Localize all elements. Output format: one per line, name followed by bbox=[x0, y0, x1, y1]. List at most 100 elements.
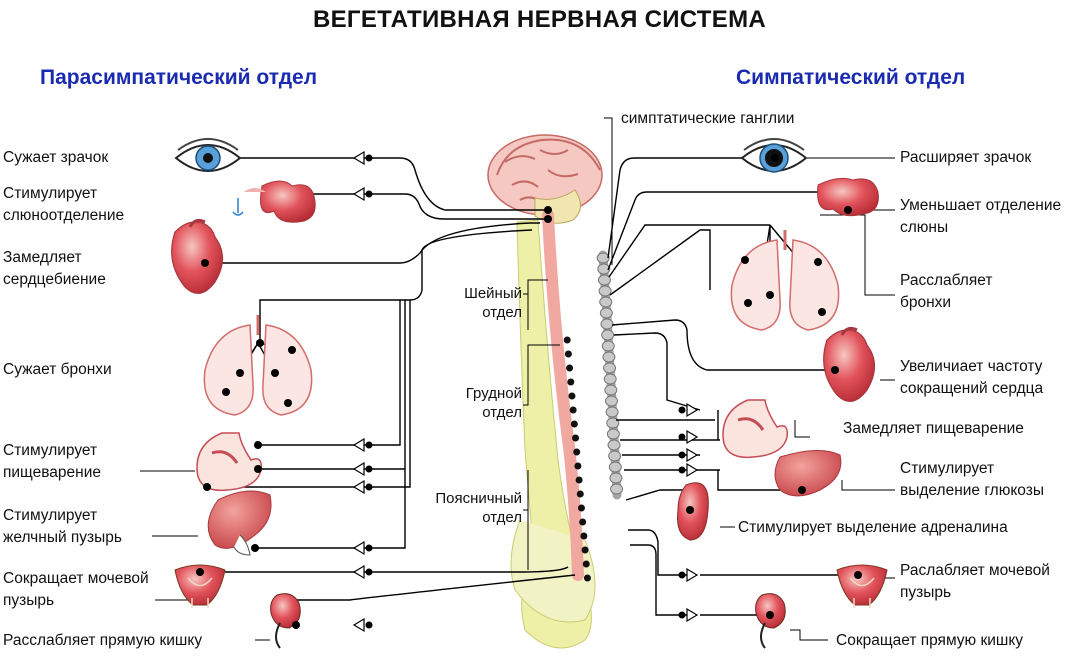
stomach-icon bbox=[722, 399, 789, 459]
para-effect-digestion: Стимулирует пищеварение bbox=[3, 442, 102, 481]
cord-node bbox=[568, 392, 576, 400]
synapse-marker bbox=[686, 402, 699, 418]
cord-node bbox=[580, 532, 588, 540]
rectum-icon bbox=[755, 593, 786, 649]
ganglion bbox=[597, 274, 611, 286]
stomach-icon bbox=[196, 432, 263, 492]
nerve-ending bbox=[766, 611, 774, 619]
symp-effect-bronchi: Расслабляет бронхи bbox=[900, 272, 993, 311]
cord-node bbox=[564, 350, 572, 358]
nerve-ending bbox=[798, 486, 806, 494]
cord-node bbox=[574, 462, 582, 470]
nerve-ending bbox=[766, 291, 774, 299]
segment-lumbar: Поясничный отдел bbox=[435, 490, 522, 526]
ganglion bbox=[607, 439, 621, 451]
symp-effect-heart: Увеличиает частоту сокращений сердца bbox=[900, 358, 1044, 397]
synapse-marker bbox=[686, 447, 699, 463]
symp-effect-rectum: Сокращает прямую кишку bbox=[836, 632, 1024, 649]
salivary-gland-icon bbox=[817, 177, 879, 217]
nerve-ending bbox=[292, 621, 300, 629]
ganglion bbox=[610, 483, 624, 495]
leader-lines bbox=[140, 117, 895, 641]
heart-icon bbox=[171, 218, 224, 294]
synapse-markers bbox=[352, 150, 699, 633]
symp-effect-saliva: Уменьшает отделение слюны bbox=[900, 197, 1062, 236]
cord-node bbox=[570, 420, 578, 428]
symp-effect-glucose: Стимулирует выделение глюкозы bbox=[900, 460, 1044, 499]
nerve-ending bbox=[284, 399, 292, 407]
symp-effect-pupil: Расширяет зрачок bbox=[900, 149, 1032, 166]
nerve-ending bbox=[854, 571, 862, 579]
diagram-title: ВЕГЕТАТИВНАЯ НЕРВНАЯ СИСТЕМА bbox=[312, 6, 767, 33]
cord-node bbox=[581, 546, 589, 554]
liver-icon bbox=[774, 450, 842, 497]
para-effect-heart: Замедляет сердцебиение bbox=[3, 249, 106, 288]
cord-node bbox=[572, 434, 580, 442]
nerve-endings bbox=[196, 154, 862, 629]
synapse-dot bbox=[365, 441, 373, 449]
sympathetic-nerves bbox=[607, 157, 858, 616]
synapse-marker bbox=[686, 567, 699, 583]
synapse-marker bbox=[352, 617, 365, 633]
synapse-dot bbox=[678, 406, 686, 414]
para-effect-saliva: Стимулирует слюноотделение bbox=[3, 185, 125, 224]
sympathetic-heading: Симпатический отдел bbox=[736, 66, 966, 89]
symp-effect-adrenaline: Стимулирует выделение адреналина bbox=[738, 519, 1008, 536]
nerve-ending bbox=[201, 259, 209, 267]
spinal-cord-nodes bbox=[563, 336, 591, 582]
nerve-ending bbox=[741, 256, 749, 264]
synapse-dot bbox=[365, 621, 373, 629]
synapse-marker bbox=[352, 186, 365, 202]
ganglion bbox=[602, 351, 616, 363]
nerve-ending bbox=[271, 369, 279, 377]
cord-node bbox=[583, 574, 591, 582]
lungs-icon bbox=[203, 315, 313, 416]
ganglion bbox=[596, 252, 610, 264]
segment-cervical: Шейный отдел bbox=[464, 285, 522, 321]
ganglion bbox=[604, 395, 618, 407]
bladder-icon bbox=[174, 564, 226, 608]
parasympathetic-heading: Парасимпатический отдел bbox=[40, 66, 318, 89]
cord-node bbox=[567, 378, 575, 386]
symp-effect-digestion: Замедляет пищеварение bbox=[843, 420, 1024, 437]
ganglion bbox=[597, 263, 611, 275]
cord-node bbox=[569, 406, 577, 414]
ganglion bbox=[600, 318, 614, 330]
heart-icon bbox=[823, 326, 876, 402]
cord-node bbox=[575, 476, 583, 484]
para-effect-rectum: Расслабляет прямую кишку bbox=[3, 632, 203, 649]
synapse-dot bbox=[365, 483, 373, 491]
synapse-dot bbox=[678, 466, 686, 474]
ganglion bbox=[599, 296, 613, 308]
ganglia-label: симптатические ганглии bbox=[621, 110, 795, 127]
parasympathetic-nerves bbox=[190, 157, 576, 625]
ganglion bbox=[605, 406, 619, 418]
cord-node bbox=[566, 364, 574, 372]
cord-node bbox=[582, 560, 590, 568]
nerve-ending bbox=[236, 369, 244, 377]
rectum-icon bbox=[270, 593, 301, 649]
ganglion bbox=[598, 285, 612, 297]
synapse-marker bbox=[352, 461, 365, 477]
synapse-dot bbox=[678, 611, 686, 619]
cord-node bbox=[577, 504, 585, 512]
nerve-ending bbox=[288, 346, 296, 354]
ganglion bbox=[608, 450, 622, 462]
nerve-ending bbox=[256, 339, 264, 347]
synapse-marker bbox=[686, 429, 699, 445]
nerve-ending bbox=[844, 206, 852, 214]
synapse-dot bbox=[365, 568, 373, 576]
synapse-dot bbox=[365, 154, 373, 162]
nerve-ending bbox=[203, 483, 211, 491]
cord-node bbox=[563, 336, 571, 344]
synapse-marker bbox=[352, 564, 365, 580]
cord-node bbox=[579, 518, 587, 526]
synapse-marker bbox=[686, 607, 699, 623]
para-effect-bronchi: Сужает бронхи bbox=[3, 361, 112, 378]
ganglion bbox=[606, 428, 620, 440]
nerve-ending bbox=[744, 299, 752, 307]
salivary-gland-icon bbox=[232, 180, 316, 223]
synapse-marker bbox=[686, 462, 699, 478]
nerve-ending bbox=[544, 206, 552, 214]
synapse-dot bbox=[365, 465, 373, 473]
